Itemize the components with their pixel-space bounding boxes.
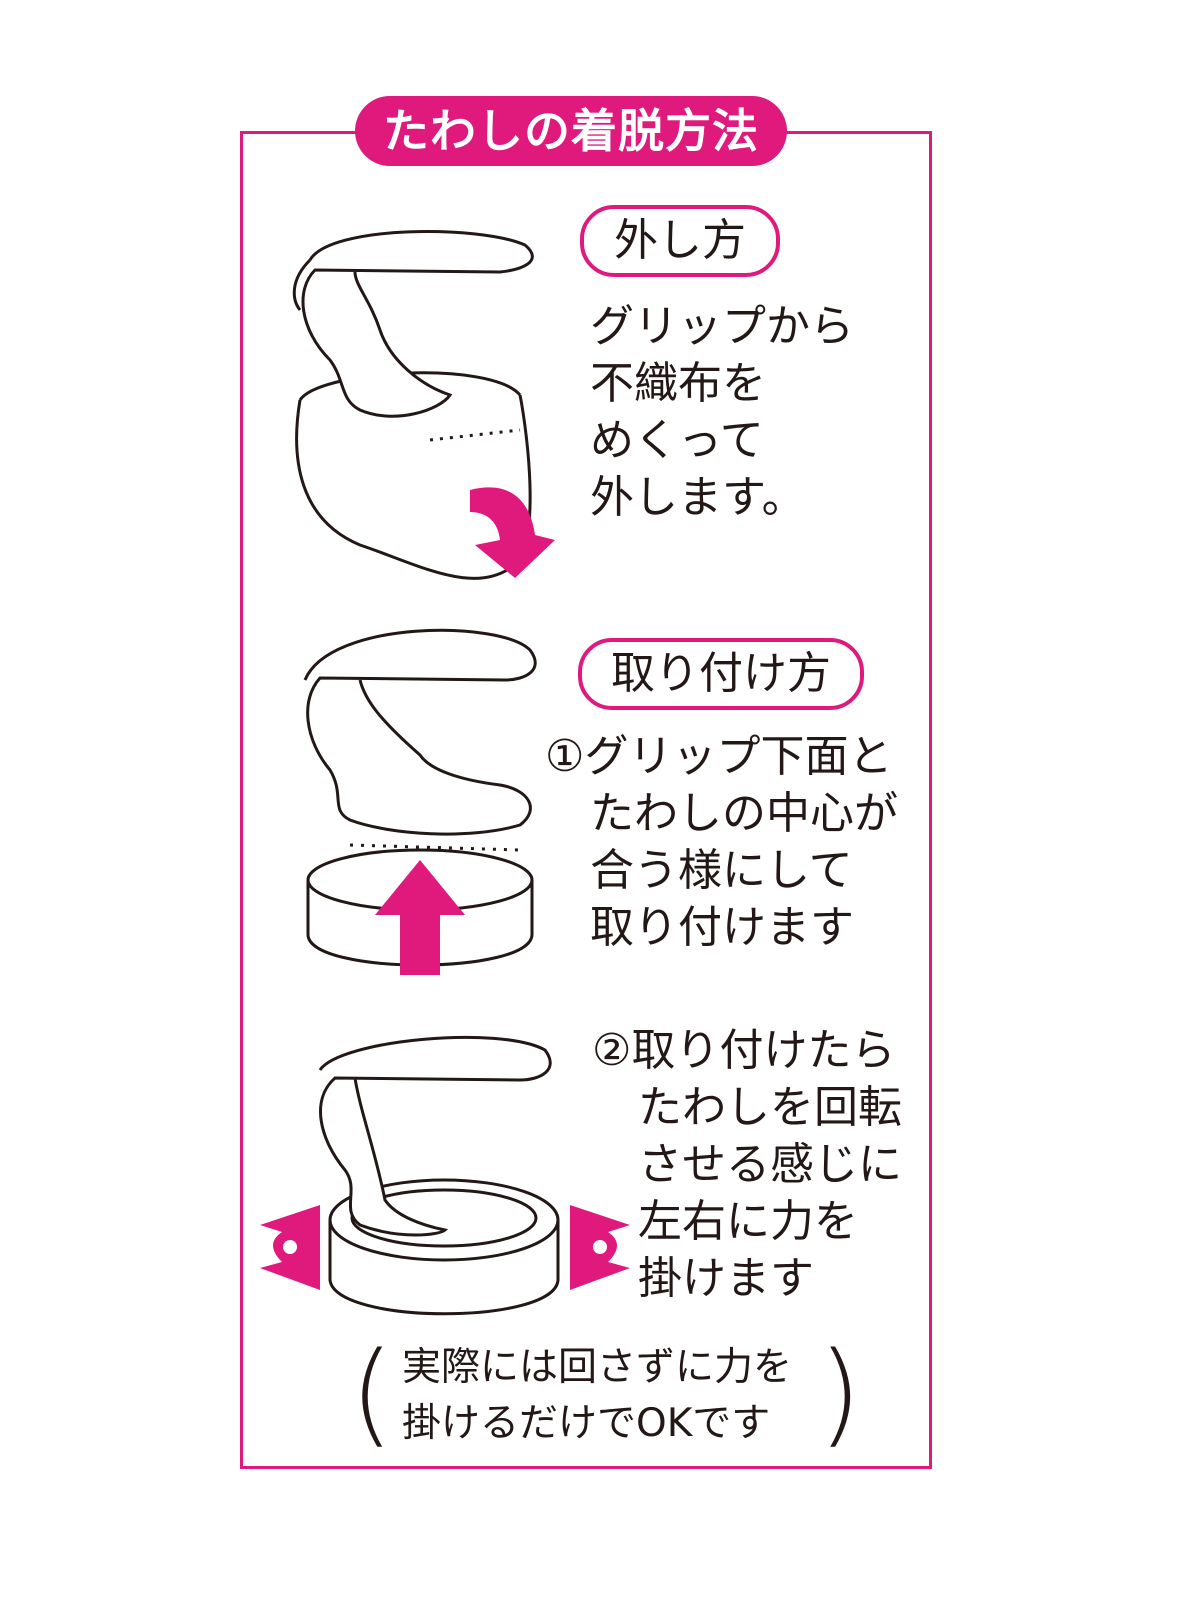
text-line: 左右に力を [638,1196,858,1247]
text-line: めくって [590,415,764,466]
text-line: 実際には回さずに力を [402,1345,793,1390]
text-line: 合う様にして [590,845,853,896]
arrow-up-icon [375,860,465,975]
text-line: 外します。 [590,472,806,523]
remove-instructions: グリップから不織布をめくって外します。 [590,298,854,526]
text-line: ②取り付けたら [592,1025,896,1076]
note-open-paren: ( [350,1329,394,1459]
note-close-paren: ) [818,1329,862,1459]
arrow-down-icon [470,487,555,578]
sponge-base-1 [295,394,532,580]
text-line: 取り付けます [590,902,854,953]
attach-step-2: ②取り付けたらたわしを回転させる感じに左右に力を掛けます [592,1022,902,1307]
text-line: たわしを回転 [638,1082,902,1133]
text-line: ①グリップ下面と [545,731,893,782]
remove-heading: 外し方 [580,205,780,277]
text-line: たわしの中心が [590,788,898,839]
text-line: 不織布を [590,358,766,409]
attach-heading: 取り付け方 [578,638,864,710]
note-text: 実際には回さずに力を掛けるだけでOKです [402,1340,812,1452]
grip-3 [318,1035,552,1237]
text-line: 掛けるだけでOKです [402,1401,771,1446]
grip-2 [303,628,537,836]
title-badge: たわしの着脱方法 [355,96,787,166]
text-line: させる感じに [638,1139,902,1190]
figure-twist [260,1035,630,1316]
text-line: グリップから [590,301,854,352]
attach-step-1: ①グリップ下面とたわしの中心が合う様にして取り付けます [545,728,898,956]
text-line: 掛けます [638,1253,814,1304]
figure-attach [303,628,537,975]
grip-1 [301,229,534,418]
figure-remove [292,229,555,580]
